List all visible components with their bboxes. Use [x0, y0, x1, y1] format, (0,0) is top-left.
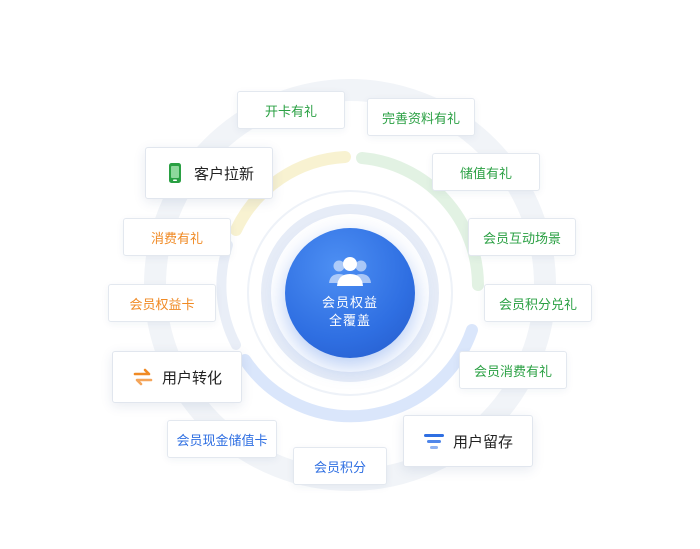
tag-member-cash-card: 会员现金储值卡: [167, 420, 277, 458]
tag-complete-profile-label: 完善资料有礼: [381, 111, 460, 127]
exchange-icon: [133, 368, 153, 386]
tag-member-benefit-card-label: 会员权益卡: [129, 297, 195, 313]
tag-member-consume-label: 会员消费有礼: [473, 364, 552, 380]
users-icon: [329, 257, 371, 286]
tag-member-interaction-label: 会员互动场景: [482, 231, 561, 247]
tag-open-card-label: 开卡有礼: [264, 104, 317, 120]
tag-member-cash-card-label: 会员现金储值卡: [176, 433, 268, 449]
tag-deposit: 储值有礼: [432, 153, 540, 191]
tag-member-points-label: 会员积分: [313, 460, 366, 476]
main-tag-acquire-label: 客户拉新: [193, 164, 254, 183]
main-tag-acquire: 客户拉新: [145, 147, 273, 199]
tag-member-points-exchange-label: 会员积分兑礼: [498, 297, 577, 313]
center-title: 会员权益 全覆盖: [322, 295, 378, 331]
tag-member-benefit-card: 会员权益卡: [108, 284, 216, 322]
tag-consume: 消费有礼: [123, 218, 231, 256]
tag-deposit-label: 储值有礼: [459, 166, 512, 182]
tag-member-consume: 会员消费有礼: [459, 351, 567, 389]
center-line-1: 会员权益: [321, 296, 378, 311]
tag-open-card: 开卡有礼: [237, 91, 345, 129]
main-tag-convert: 用户转化: [112, 351, 242, 403]
main-tag-convert-label: 用户转化: [161, 368, 222, 387]
center-line-2: 全覆盖: [328, 314, 371, 329]
tag-complete-profile: 完善资料有礼: [367, 98, 475, 136]
tag-member-points: 会员积分: [293, 447, 387, 485]
main-tag-retain: 用户留存: [403, 415, 533, 467]
tag-member-points-exchange: 会员积分兑礼: [484, 284, 592, 322]
phone-icon: [168, 163, 181, 183]
tag-consume-label: 消费有礼: [150, 231, 203, 247]
tag-member-interaction: 会员互动场景: [468, 218, 576, 256]
main-tag-retain-label: 用户留存: [452, 432, 513, 451]
center-circle: 会员权益 全覆盖: [285, 228, 415, 358]
funnel-icon: [423, 434, 444, 449]
